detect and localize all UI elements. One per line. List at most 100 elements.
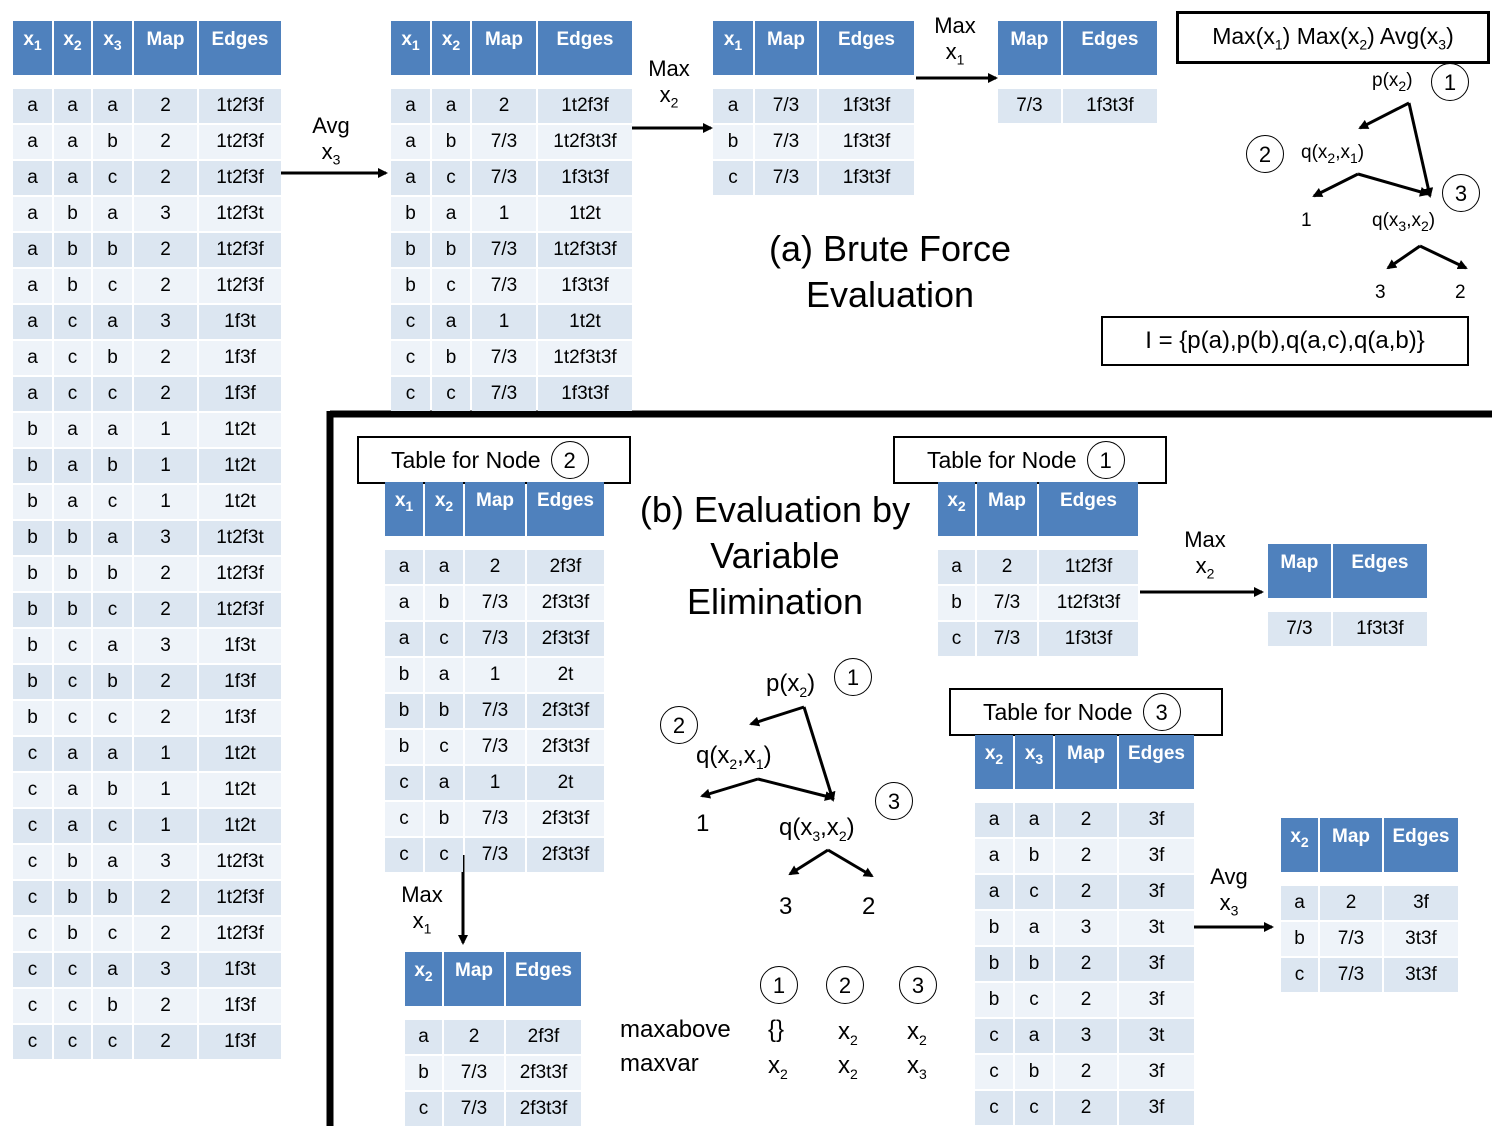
- table-cell: c: [13, 953, 52, 987]
- table-cell: 2f3t3f: [527, 730, 604, 764]
- node1-caption-marker: 1: [1086, 441, 1125, 479]
- table-cell: 2f3t3f: [527, 802, 604, 836]
- column-header: x2: [405, 952, 442, 1006]
- table-cell: 1f3f: [199, 1025, 281, 1059]
- column-header: x3: [1015, 735, 1053, 789]
- table-cell: 2: [977, 550, 1037, 584]
- column-header: Map: [472, 21, 536, 75]
- table-cell: c: [713, 161, 753, 195]
- table-cell: c: [13, 881, 52, 915]
- table-cell: 1f3t3f: [538, 269, 632, 303]
- table-cell: 1f3f: [199, 377, 281, 411]
- tree-small-root: p(x2): [1372, 70, 1413, 94]
- tree-large-mid: q(x2,x1): [696, 742, 772, 772]
- table-cell: c: [1015, 875, 1053, 909]
- table-cell: b: [385, 658, 423, 692]
- column-header: Map: [444, 952, 504, 1006]
- tree-edges-small: [1312, 101, 1468, 270]
- table-cell: 1f3t: [199, 629, 281, 663]
- table-cell: a: [975, 875, 1013, 909]
- table-cell: a: [432, 305, 470, 339]
- table-cell: b: [54, 521, 91, 555]
- table-cell: b: [93, 341, 132, 375]
- table-cell: 1f3t3f: [819, 161, 914, 195]
- table-cell: a: [93, 413, 132, 447]
- table-cell: 2f3t3f: [527, 694, 604, 728]
- table-cell: a: [54, 773, 91, 807]
- tree-small-node1-marker: 1: [1431, 63, 1469, 101]
- table-cell: a: [713, 89, 753, 123]
- table-cell: 7/3: [755, 125, 817, 159]
- table-cell: b: [425, 586, 463, 620]
- table-cell: c: [13, 809, 52, 843]
- table-cell: 7/3: [472, 233, 536, 267]
- column-header: x2: [938, 482, 975, 536]
- maxvar-1: x2: [768, 1052, 788, 1082]
- table-cell: 1: [134, 485, 197, 519]
- table-cell: 2: [134, 665, 197, 699]
- table-cell: a: [385, 586, 423, 620]
- column-header: x2: [432, 21, 470, 75]
- table-cell: c: [93, 809, 132, 843]
- table-cell: 7/3: [472, 269, 536, 303]
- table-cell: 3: [134, 305, 197, 339]
- table-cell: a: [93, 521, 132, 555]
- table-cell: 7/3: [1320, 958, 1382, 992]
- table-cell: 1: [134, 809, 197, 843]
- table-cell: 1t2f3f: [199, 881, 281, 915]
- column-header: x1: [385, 482, 423, 536]
- tree-large-leaf1: 1: [696, 810, 710, 837]
- table-cell: c: [13, 1025, 52, 1059]
- table-cell: b: [13, 665, 52, 699]
- table-cell: a: [93, 89, 132, 123]
- table-cell: b: [54, 233, 91, 267]
- table-cell: 3: [134, 629, 197, 663]
- node3-table-caption: Table for Node 3: [949, 688, 1223, 736]
- column-header: Edges: [1119, 735, 1194, 789]
- table-cell: b: [13, 557, 52, 591]
- tree-large-leaf2: 2: [862, 893, 876, 920]
- maxabove-1: {}: [768, 1016, 785, 1043]
- table-cell: a: [432, 89, 470, 123]
- table-cell: 1t2t: [199, 809, 281, 843]
- table-cell: 1t2t: [538, 197, 632, 231]
- column-header: x2: [54, 21, 91, 75]
- table-cell: 2f3t3f: [527, 586, 604, 620]
- table-cell: c: [391, 341, 430, 375]
- tree-small-leaf2: 2: [1455, 282, 1466, 303]
- column-header: Edges: [1039, 482, 1138, 536]
- table-cell: a: [13, 377, 52, 411]
- column-header: Map: [977, 482, 1037, 536]
- table-cell: 1: [134, 737, 197, 771]
- table-cell: a: [425, 766, 463, 800]
- table-cell: b: [425, 802, 463, 836]
- table-cell: a: [54, 485, 91, 519]
- table-cell: a: [13, 89, 52, 123]
- table-cell: 1t2f3f: [199, 917, 281, 951]
- table-cell: b: [93, 773, 132, 807]
- table-cell: c: [54, 665, 91, 699]
- table-cell: c: [54, 377, 91, 411]
- table-cell: a: [93, 953, 132, 987]
- column-header: Map: [465, 482, 525, 536]
- table-cell: 1: [472, 305, 536, 339]
- table-cell: c: [13, 917, 52, 951]
